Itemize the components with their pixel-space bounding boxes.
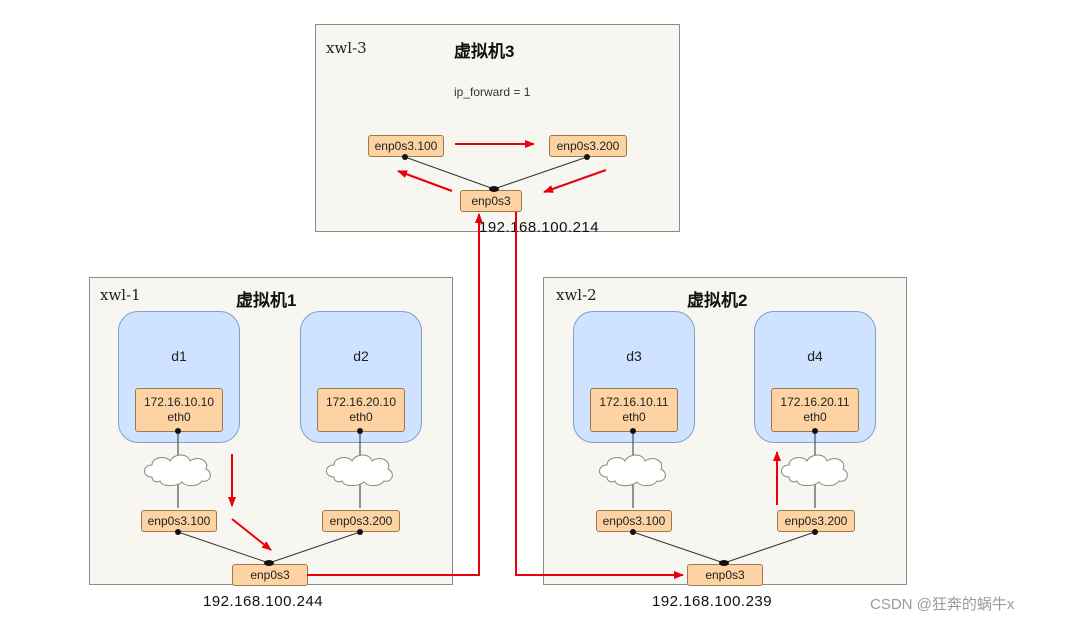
container-d4-eth-name: eth0 bbox=[803, 410, 827, 424]
vm1-iface-main: enp0s3 bbox=[232, 564, 308, 586]
vm1-iface-100: enp0s3.100 bbox=[141, 510, 217, 532]
container-d2-ip: 172.16.20.10 bbox=[325, 395, 397, 409]
container-d3-eth-name: eth0 bbox=[622, 410, 646, 424]
vm2-mac10-label: mac10 bbox=[615, 465, 653, 479]
container-d1: d1 172.16.10.10 eth0 bbox=[118, 311, 240, 443]
csdn-watermark: CSDN @狂奔的蜗牛x bbox=[870, 596, 1015, 613]
container-d4: d4 172.16.20.11 eth0 bbox=[754, 311, 876, 443]
vm2-mac20-label: mac20 bbox=[796, 465, 834, 479]
vm2-name: xwl-2 bbox=[556, 286, 597, 304]
container-d2: d2 172.16.20.10 eth0 bbox=[300, 311, 422, 443]
container-d2-eth0: 172.16.20.10 eth0 bbox=[317, 388, 405, 432]
container-d1-eth-name: eth0 bbox=[167, 410, 191, 424]
vm1-name: xwl-1 bbox=[100, 286, 141, 304]
container-d1-ip: 172.16.10.10 bbox=[143, 395, 215, 409]
vm3-name: xwl-3 bbox=[326, 39, 367, 57]
container-d2-label: d2 bbox=[353, 348, 369, 364]
container-d3-eth0: 172.16.10.11 eth0 bbox=[590, 388, 678, 432]
vm3-iface-100: enp0s3.100 bbox=[368, 135, 444, 157]
vm1-title: 虚拟机1 bbox=[236, 291, 297, 310]
vm3-ip-forward-note: ip_forward = 1 bbox=[454, 85, 531, 99]
vm3-box: xwl-3 虚拟机3 ip_forward = 1 enp0s3.100 enp… bbox=[315, 24, 680, 232]
container-d4-ip: 172.16.20.11 bbox=[780, 395, 850, 409]
container-d2-eth-name: eth0 bbox=[349, 410, 373, 424]
vm2-iface-main: enp0s3 bbox=[687, 564, 763, 586]
container-d4-label: d4 bbox=[807, 348, 823, 364]
container-d3-label: d3 bbox=[626, 348, 642, 364]
vm2-iface-200: enp0s3.200 bbox=[777, 510, 855, 532]
container-d1-label: d1 bbox=[171, 348, 187, 364]
vm2-ip-label: 192.168.100.239 bbox=[652, 593, 773, 610]
vm1-iface-200: enp0s3.200 bbox=[322, 510, 400, 532]
container-d4-eth0: 172.16.20.11 eth0 bbox=[771, 388, 859, 432]
vm2-iface-100: enp0s3.100 bbox=[596, 510, 672, 532]
container-d3-ip: 172.16.10.11 bbox=[599, 395, 669, 409]
container-d3: d3 172.16.10.11 eth0 bbox=[573, 311, 695, 443]
vm1-mac20-label: mac20 bbox=[342, 465, 380, 479]
vm3-iface-main: enp0s3 bbox=[460, 190, 522, 212]
vm3-title: 虚拟机3 bbox=[454, 42, 515, 61]
vm2-box: xwl-2 虚拟机2 d3 172.16.10.11 eth0 d4 172.1… bbox=[543, 277, 907, 586]
vm2-title: 虚拟机2 bbox=[687, 291, 748, 310]
vm1-ip-label: 192.168.100.244 bbox=[203, 593, 324, 610]
vm3-iface-200: enp0s3.200 bbox=[549, 135, 627, 157]
vm1-box: xwl-1 虚拟机1 d1 172.16.10.10 eth0 d2 172.1… bbox=[89, 277, 453, 586]
vm1-mac10-label: mac10 bbox=[160, 465, 198, 479]
container-d1-eth0: 172.16.10.10 eth0 bbox=[135, 388, 223, 432]
vm3-ip-label: 192.168.100.214 bbox=[479, 219, 600, 236]
